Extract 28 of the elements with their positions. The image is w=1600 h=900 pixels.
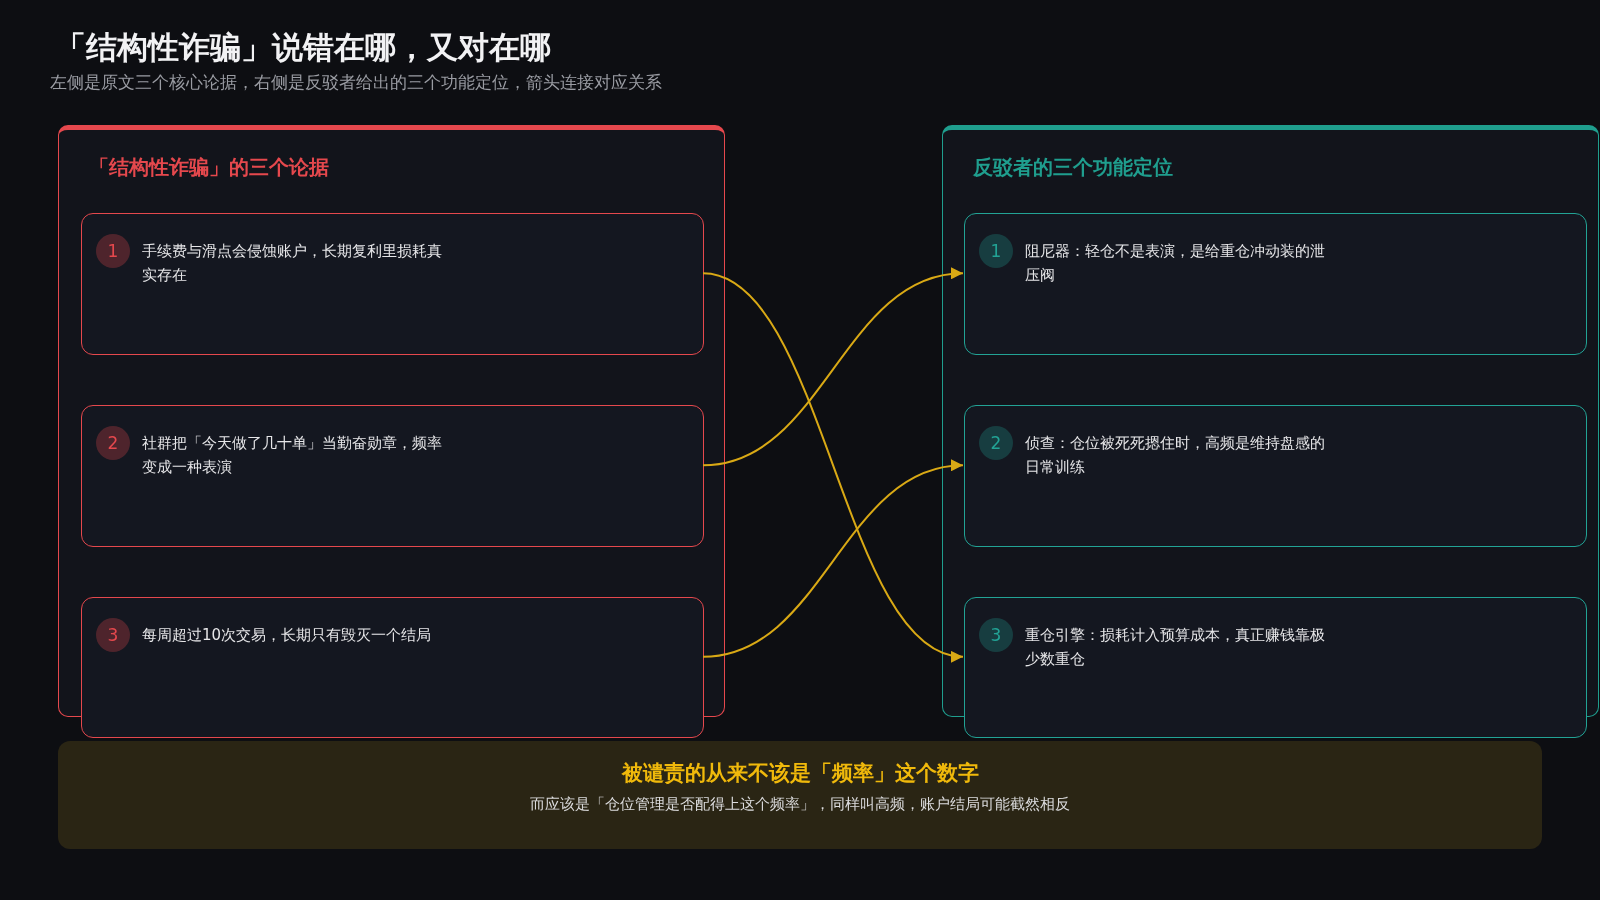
connector-arrow: [702, 269, 964, 467]
panel-heading: 「结构性诈骗」的三个论据: [89, 154, 329, 181]
banner-text: 而应该是「仓位管理是否配得上这个频率」，同样叫高频，账户结局可能截然相反: [529, 795, 1071, 814]
number-badge: 3: [96, 618, 130, 652]
number-badge: 1: [96, 234, 130, 268]
number-badge: 2: [979, 426, 1013, 460]
argument-card: [81, 213, 704, 355]
title: 「结构性诈骗」说错在哪，又对在哪: [55, 28, 551, 67]
argument-card: [81, 597, 704, 738]
card-text: 手续费与滑点会侵蚀账户，长期复利里损耗真实存在: [142, 241, 443, 286]
number-badge: 1: [979, 234, 1013, 268]
card-text: 阻尼器：轻仓不是表演，是给重仓冲动装的泄压阀: [1025, 241, 1326, 286]
summary-banner: [58, 741, 1542, 849]
connector-arrow: [702, 460, 964, 658]
connector-arrow: [702, 272, 964, 660]
number-badge: 3: [979, 618, 1013, 652]
number-badge: 2: [96, 426, 130, 460]
card-text: 重仓引擎：损耗计入预算成本，真正赚钱靠极少数重仓: [1025, 625, 1326, 670]
argument-card: [964, 213, 1587, 355]
card-text: 侦查：仓位被死死摁住时，高频是维持盘感的日常训练: [1025, 433, 1326, 478]
panel-heading: 反驳者的三个功能定位: [973, 154, 1173, 181]
subtitle: 左侧是原文三个核心论据，右侧是反驳者给出的三个功能定位，箭头连接对应关系: [50, 71, 662, 94]
argument-card: [964, 405, 1587, 547]
argument-card: [964, 597, 1587, 738]
card-text: 社群把「今天做了几十单」当勤奋勋章，频率变成一种表演: [142, 433, 443, 478]
card-text: 每周超过10次交易，长期只有毁灭一个结局: [142, 625, 433, 646]
argument-card: [81, 405, 704, 547]
banner-heading: 被谴责的从来不该是「频率」这个数字: [620, 760, 980, 787]
